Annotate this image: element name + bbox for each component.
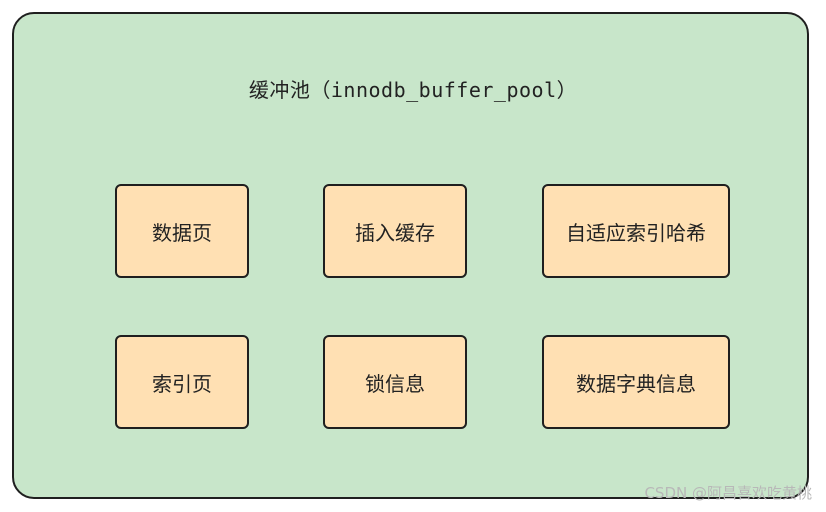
- component-index-page: 索引页: [115, 335, 249, 429]
- component-insert-buffer: 插入缓存: [323, 184, 467, 278]
- component-data-page: 数据页: [115, 184, 249, 278]
- watermark-text: CSDN @阿昌喜欢吃黄桃: [644, 484, 812, 502]
- buffer-pool-title: 缓冲池（innodb_buffer_pool）: [248, 78, 578, 102]
- component-adaptive-hash-index: 自适应索引哈希: [542, 184, 730, 278]
- component-lock-info: 锁信息: [323, 335, 467, 429]
- component-data-dictionary: 数据字典信息: [542, 335, 730, 429]
